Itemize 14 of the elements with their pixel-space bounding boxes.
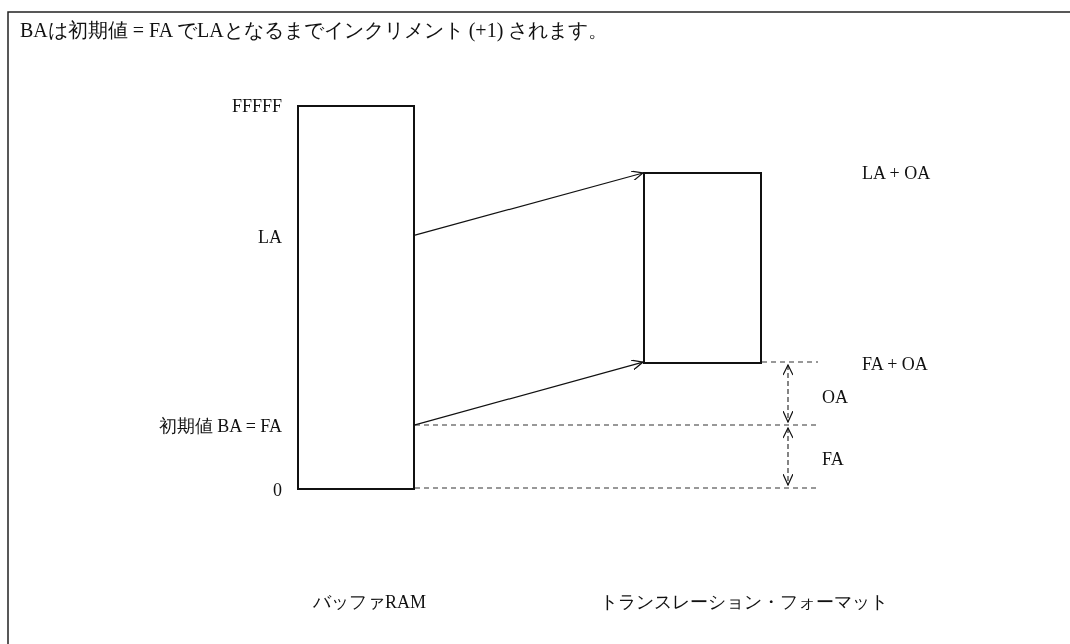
memory-block: [643, 172, 762, 364]
address-label: FFFFF: [231, 96, 282, 116]
address-label: FA + OA: [862, 354, 928, 374]
address-label: FA: [822, 449, 844, 469]
address-label: LA: [258, 227, 282, 247]
caption: トランスレーション・フォーマット: [600, 592, 888, 612]
address-label: 0: [273, 480, 282, 500]
arrow: [414, 359, 644, 426]
memory-column: [297, 105, 415, 490]
arrow: [414, 170, 644, 236]
caption: バッファRAM: [313, 592, 426, 612]
heading-note: BAは初期値 = FA でLAとなるまでインクリメント (+1) されます。: [20, 20, 609, 40]
address-label: LA + OA: [862, 163, 931, 183]
address-label: OA: [822, 387, 848, 407]
